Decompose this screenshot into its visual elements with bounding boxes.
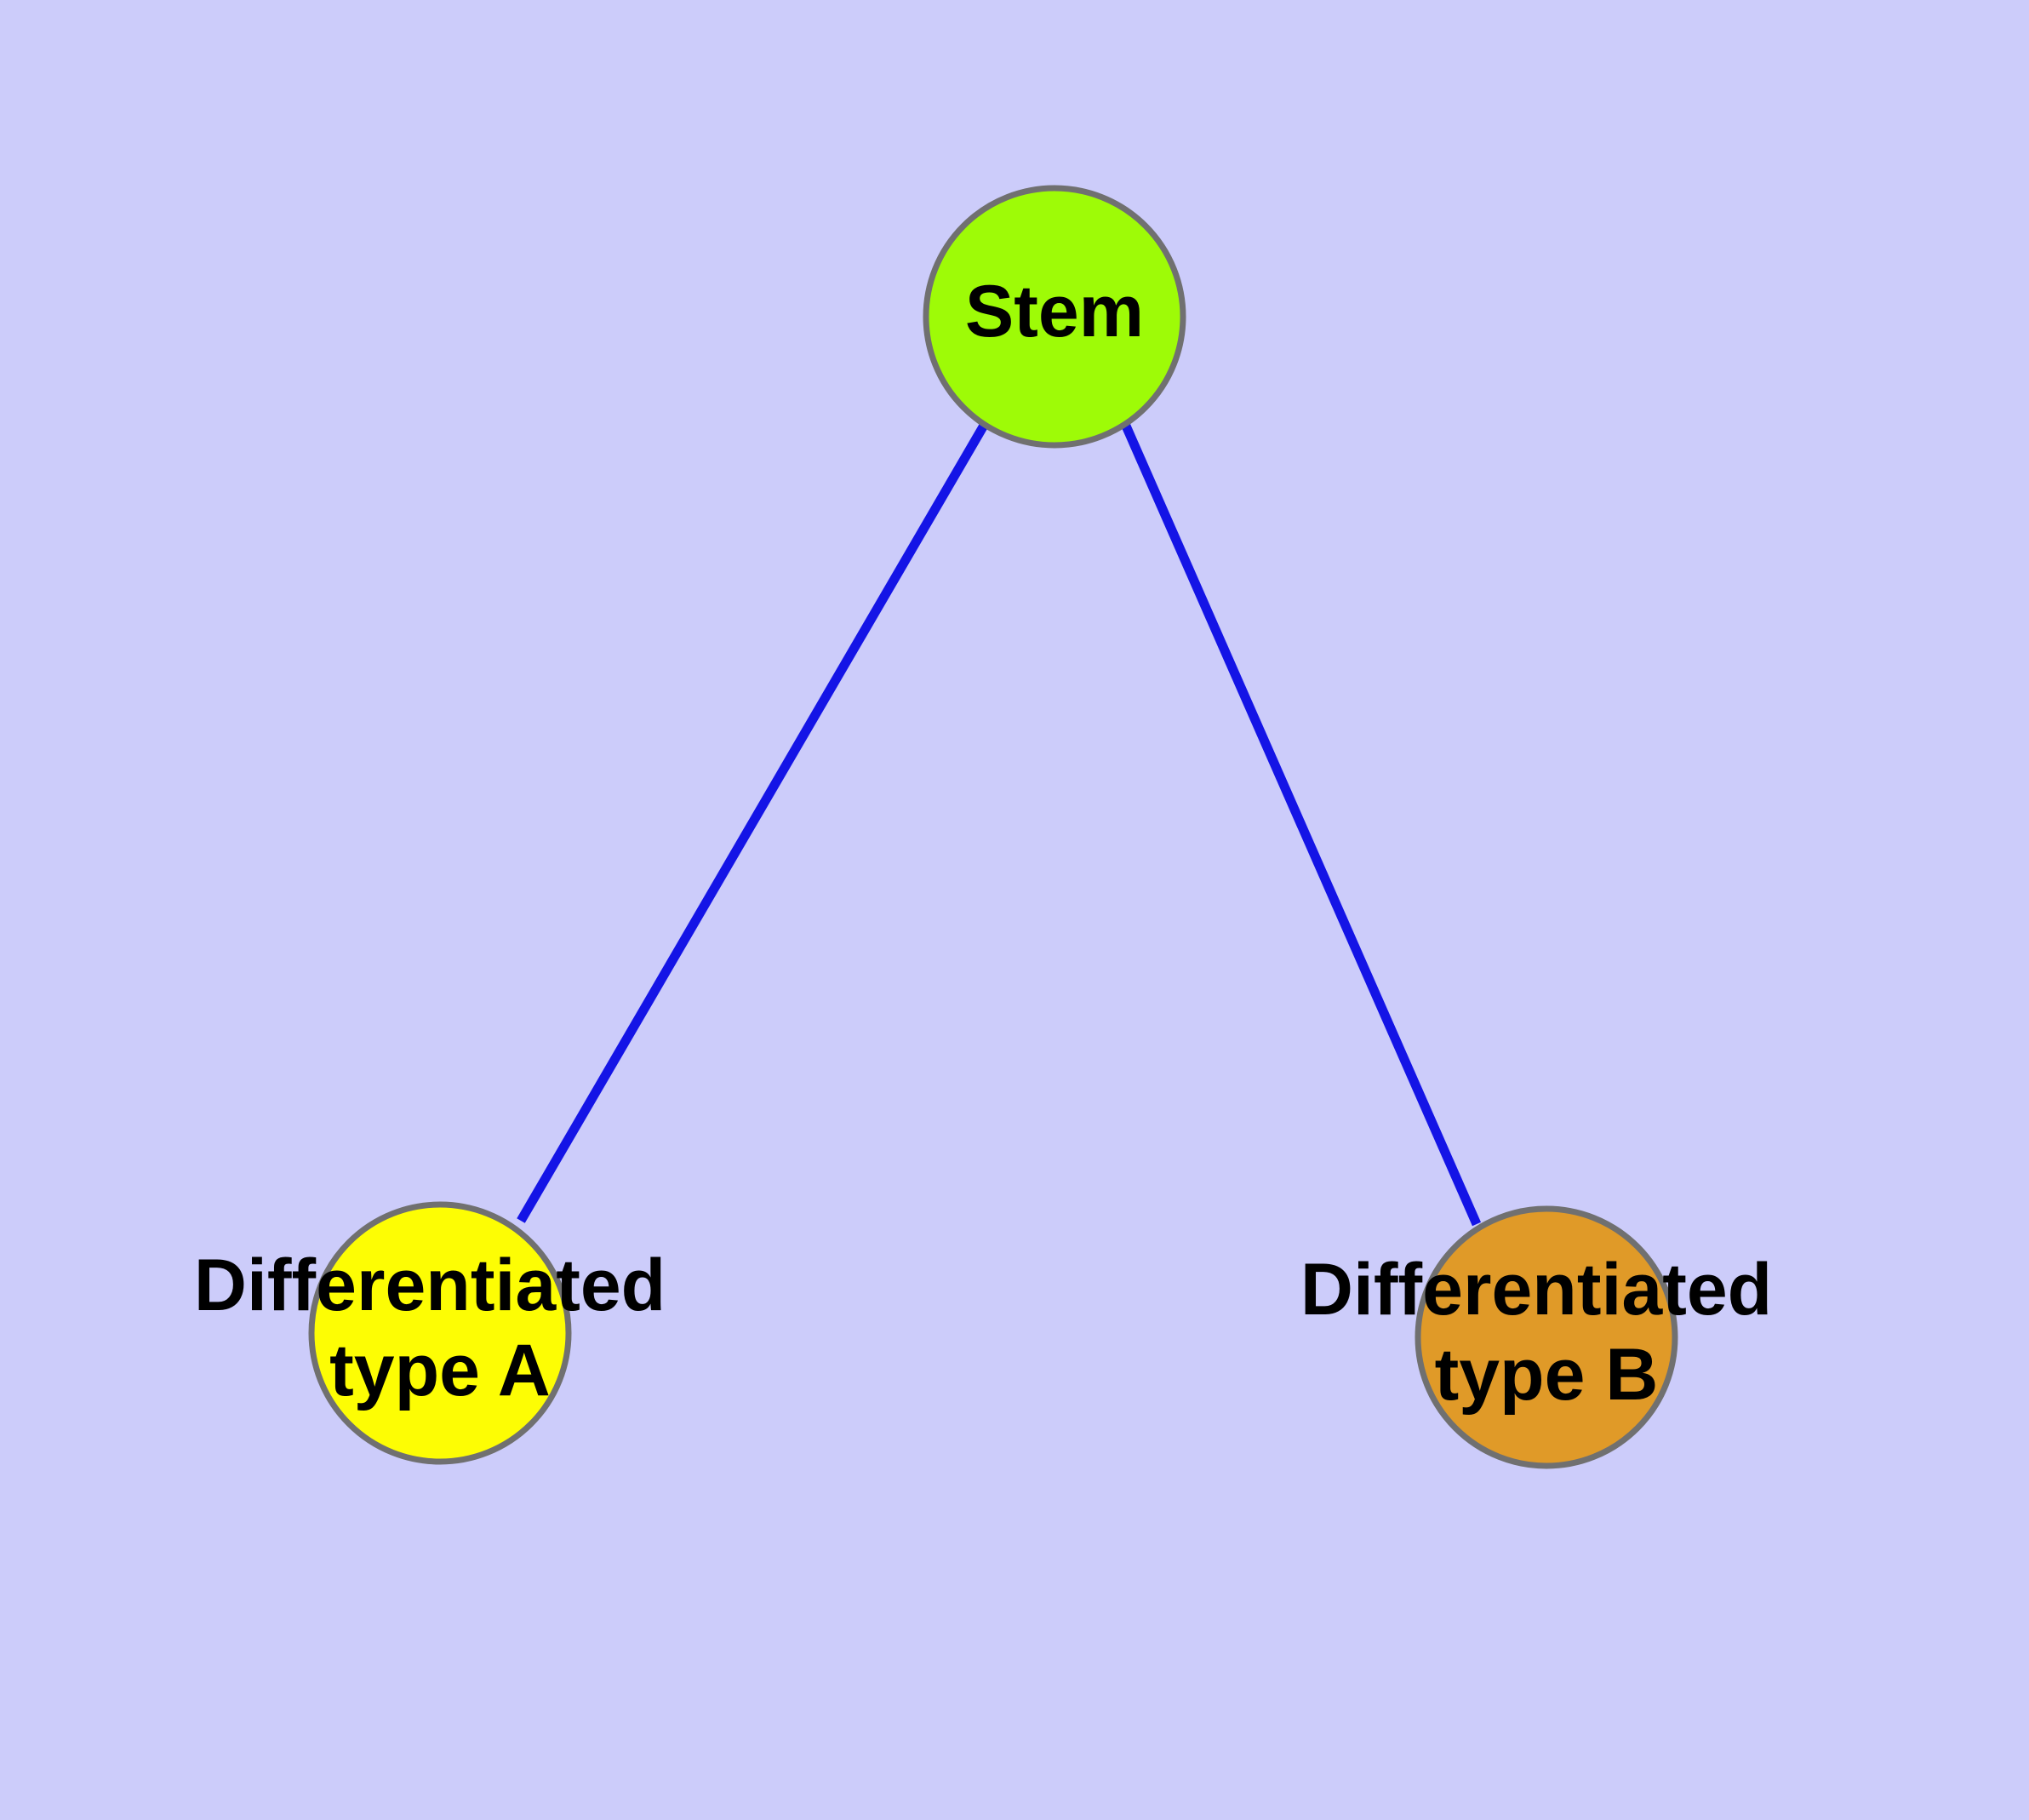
node-label-differentiated-type-a: Differentiated type A bbox=[194, 1245, 686, 1411]
edges-group bbox=[517, 421, 1482, 1227]
node-label-line: type B bbox=[1435, 1334, 1659, 1416]
node-label-stem: Stem bbox=[965, 271, 1144, 352]
edge-stem-to-differentiated-type-a[interactable] bbox=[517, 421, 989, 1223]
node-circle-stem[interactable] bbox=[923, 185, 1186, 449]
edge-stem-to-differentiated-type-b[interactable] bbox=[1120, 421, 1482, 1227]
node-differentiated-type-b[interactable]: Differentiated type B bbox=[1300, 1205, 1792, 1469]
node-label-line: Differentiated bbox=[1300, 1249, 1772, 1331]
node-label-differentiated-type-b: Differentiated type B bbox=[1300, 1249, 1792, 1416]
node-circle-differentiated-type-a[interactable] bbox=[308, 1201, 572, 1465]
nodes-group: Stem Differentiated type A Differentiate… bbox=[194, 185, 1792, 1469]
node-label-line: Stem bbox=[965, 271, 1144, 352]
node-circle-differentiated-type-b[interactable] bbox=[1415, 1205, 1678, 1469]
node-differentiated-type-a[interactable]: Differentiated type A bbox=[194, 1201, 686, 1465]
node-label-line: Differentiated bbox=[194, 1245, 666, 1326]
node-label-line: type A bbox=[329, 1330, 551, 1411]
node-stem[interactable]: Stem bbox=[923, 185, 1186, 449]
